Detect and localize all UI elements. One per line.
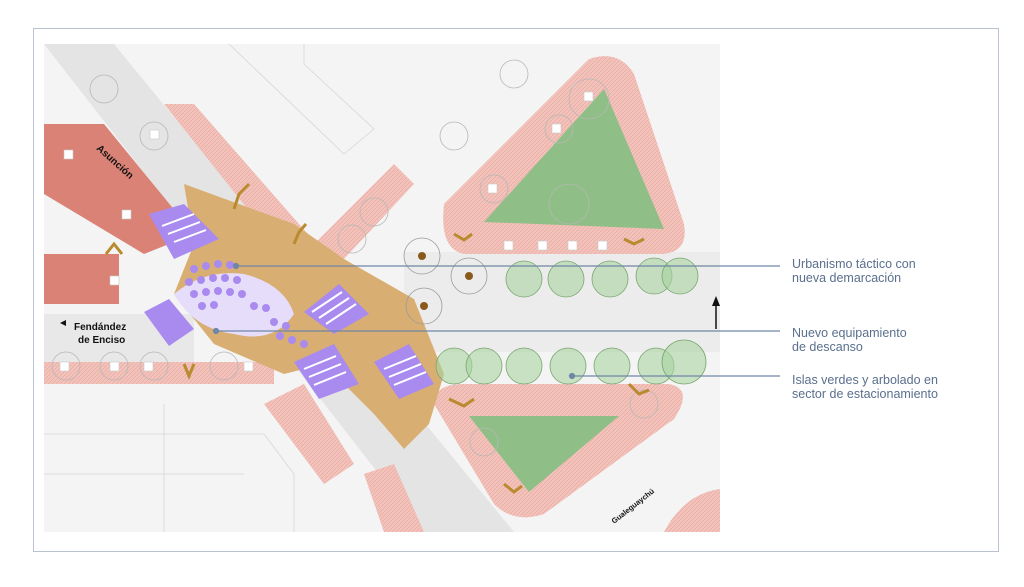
- zebra-stripes: [161, 213, 427, 386]
- crosswalk-ne: [304, 284, 369, 334]
- demarcation-dots: [185, 260, 308, 348]
- figure-frame: [33, 28, 999, 552]
- building-outlines: [44, 44, 375, 532]
- pedestrian-area: [174, 184, 444, 449]
- lower-plaza-green: [469, 416, 619, 492]
- street-tree-canopies: [51, 59, 659, 457]
- bench-markers: [104, 182, 650, 494]
- street-label-fernandez-1: Fendández: [74, 322, 126, 333]
- callout-green-islands: Islas verdes y arbolado en sector de est…: [792, 373, 938, 401]
- tree-row-lower: [435, 339, 707, 385]
- tree-row-upper: [403, 237, 699, 325]
- crosswalk-nw: [149, 204, 219, 259]
- crosswalk-s: [294, 344, 359, 399]
- street-label-fernandez-2: de Enciso: [78, 335, 125, 346]
- callout-rest-equipment: Nuevo equipamiento de descanso: [792, 326, 907, 354]
- upper-plaza-green: [484, 89, 664, 229]
- callout-tactical-urbanism: Urbanismo táctico con nueva demarcación: [792, 257, 916, 285]
- direction-arrow-icon: [60, 320, 66, 326]
- crosswalk-w: [144, 299, 194, 346]
- site-plan: Asunción Fendández de Enciso Gualeguaych…: [44, 44, 720, 532]
- north-arrow-icon: [712, 296, 720, 329]
